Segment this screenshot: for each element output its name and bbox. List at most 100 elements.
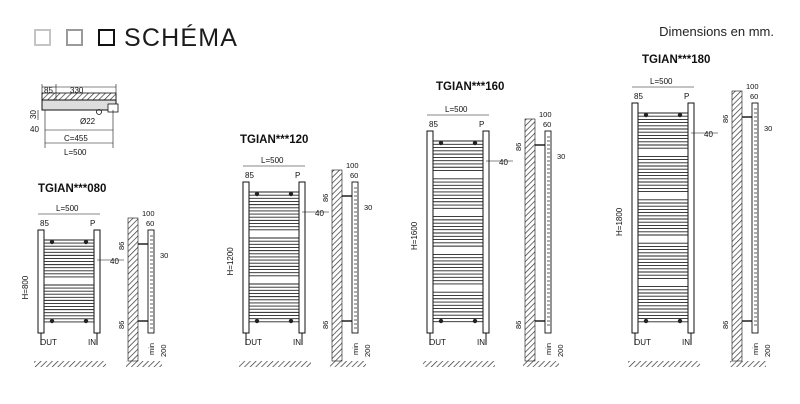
dim-86-top-label: 86 xyxy=(721,115,730,123)
pipe-circle xyxy=(96,109,102,115)
model-name: TGIAN***080 xyxy=(38,183,106,195)
floor-hatch xyxy=(34,361,106,367)
length-label: L=500 xyxy=(650,77,673,86)
bracket-dot xyxy=(677,318,683,324)
medium-square-icon xyxy=(66,29,83,46)
dim-86-top-label: 86 xyxy=(321,194,330,202)
bracket-dot xyxy=(49,239,55,245)
side-rail xyxy=(147,229,155,334)
dim-40-label: 40 xyxy=(499,158,508,167)
length-label: L=500 xyxy=(261,156,284,165)
dim-85-label: 85 xyxy=(40,219,49,228)
min-label: min xyxy=(147,343,156,355)
bracket-dot xyxy=(438,318,444,324)
valve-p-label: P xyxy=(295,171,300,180)
dark-square-icon xyxy=(98,29,115,46)
dim-100-label: 100 xyxy=(539,110,552,119)
side-floor-hatch xyxy=(330,361,366,367)
right-rail xyxy=(298,181,306,334)
height-label: H=1600 xyxy=(410,221,419,250)
left-rail xyxy=(631,102,639,334)
dim-100-label: 100 xyxy=(746,82,759,91)
floor-hatch xyxy=(423,361,495,367)
top-center-label: C=455 xyxy=(64,134,88,143)
dim-200-label: 200 xyxy=(763,344,772,357)
valve-p-label: P xyxy=(684,92,689,101)
dim-60-label: 60 xyxy=(146,219,154,228)
out-label: OUT xyxy=(634,338,651,347)
min-label: min xyxy=(544,343,553,355)
bracket-dot xyxy=(438,140,444,146)
dim-60-label: 60 xyxy=(350,171,358,180)
dim-85-label: 85 xyxy=(634,92,643,101)
dim-40-label: 40 xyxy=(110,257,119,266)
out-label: OUT xyxy=(245,338,262,347)
left-rail xyxy=(426,130,434,334)
bracket-dot xyxy=(254,191,260,197)
dim-100-label: 100 xyxy=(142,209,155,218)
side-rail xyxy=(351,181,359,334)
valve-p-label: P xyxy=(90,219,95,228)
length-label: L=500 xyxy=(445,105,468,114)
top-330-label: 330 xyxy=(70,86,84,95)
dim-200-label: 200 xyxy=(159,344,168,357)
dim-60-label: 60 xyxy=(543,120,551,129)
left-rail xyxy=(37,229,45,334)
right-rail xyxy=(687,102,695,334)
dim-100-label: 100 xyxy=(346,161,359,170)
bracket-dot xyxy=(643,112,649,118)
dim-40-label: 40 xyxy=(704,130,713,139)
min-label: min xyxy=(351,343,360,355)
dim-86-bottom-label: 86 xyxy=(514,321,523,329)
side-rail xyxy=(544,130,552,334)
dim-200-label: 200 xyxy=(363,344,372,357)
top-40-label: 40 xyxy=(30,125,39,134)
bracket-dot xyxy=(254,318,260,324)
top-30-label: 30 xyxy=(29,110,38,119)
height-label: H=1200 xyxy=(226,247,235,276)
right-rail xyxy=(93,229,101,334)
dim-86-top-label: 86 xyxy=(514,143,523,151)
dim-85-label: 85 xyxy=(245,171,254,180)
dim-86-top-label: 86 xyxy=(117,242,126,250)
side-floor-hatch xyxy=(730,361,766,367)
in-label: IN xyxy=(682,338,690,347)
out-label: OUT xyxy=(40,338,57,347)
dim-30-label: 30 xyxy=(557,152,565,161)
floor-hatch xyxy=(628,361,700,367)
in-label: IN xyxy=(293,338,301,347)
in-label: IN xyxy=(477,338,485,347)
dim-200-label: 200 xyxy=(556,344,565,357)
model-name: TGIAN***180 xyxy=(642,54,710,66)
light-square-icon xyxy=(34,29,51,46)
left-rail xyxy=(242,181,250,334)
dim-30-label: 30 xyxy=(160,251,168,260)
dim-40-label: 40 xyxy=(315,209,324,218)
top-85-label: 85 xyxy=(44,86,53,95)
wall-hatch xyxy=(127,217,139,362)
length-label: L=500 xyxy=(56,204,79,213)
in-label: IN xyxy=(88,338,96,347)
units-note: Dimensions en mm. xyxy=(659,24,774,39)
height-label: H=1800 xyxy=(615,207,624,236)
pipe-diameter-label: Ø22 xyxy=(80,117,96,126)
bracket-dot xyxy=(472,318,478,324)
header: SCHÉMA Dimensions en mm. xyxy=(0,0,800,60)
floor-hatch xyxy=(239,361,311,367)
top-view-body xyxy=(41,99,117,111)
bracket-dot xyxy=(49,318,55,324)
side-floor-hatch xyxy=(523,361,559,367)
dim-85-label: 85 xyxy=(429,120,438,129)
valve-p-label: P xyxy=(479,120,484,129)
dim-30-label: 30 xyxy=(364,203,372,212)
side-rail xyxy=(751,102,759,334)
height-label: H=800 xyxy=(21,275,30,299)
wall-hatch xyxy=(524,118,536,362)
dim-86-bottom-label: 86 xyxy=(321,321,330,329)
top-length-label: L=500 xyxy=(64,148,87,157)
model-name: TGIAN***160 xyxy=(436,81,504,93)
bracket-dot xyxy=(288,191,294,197)
